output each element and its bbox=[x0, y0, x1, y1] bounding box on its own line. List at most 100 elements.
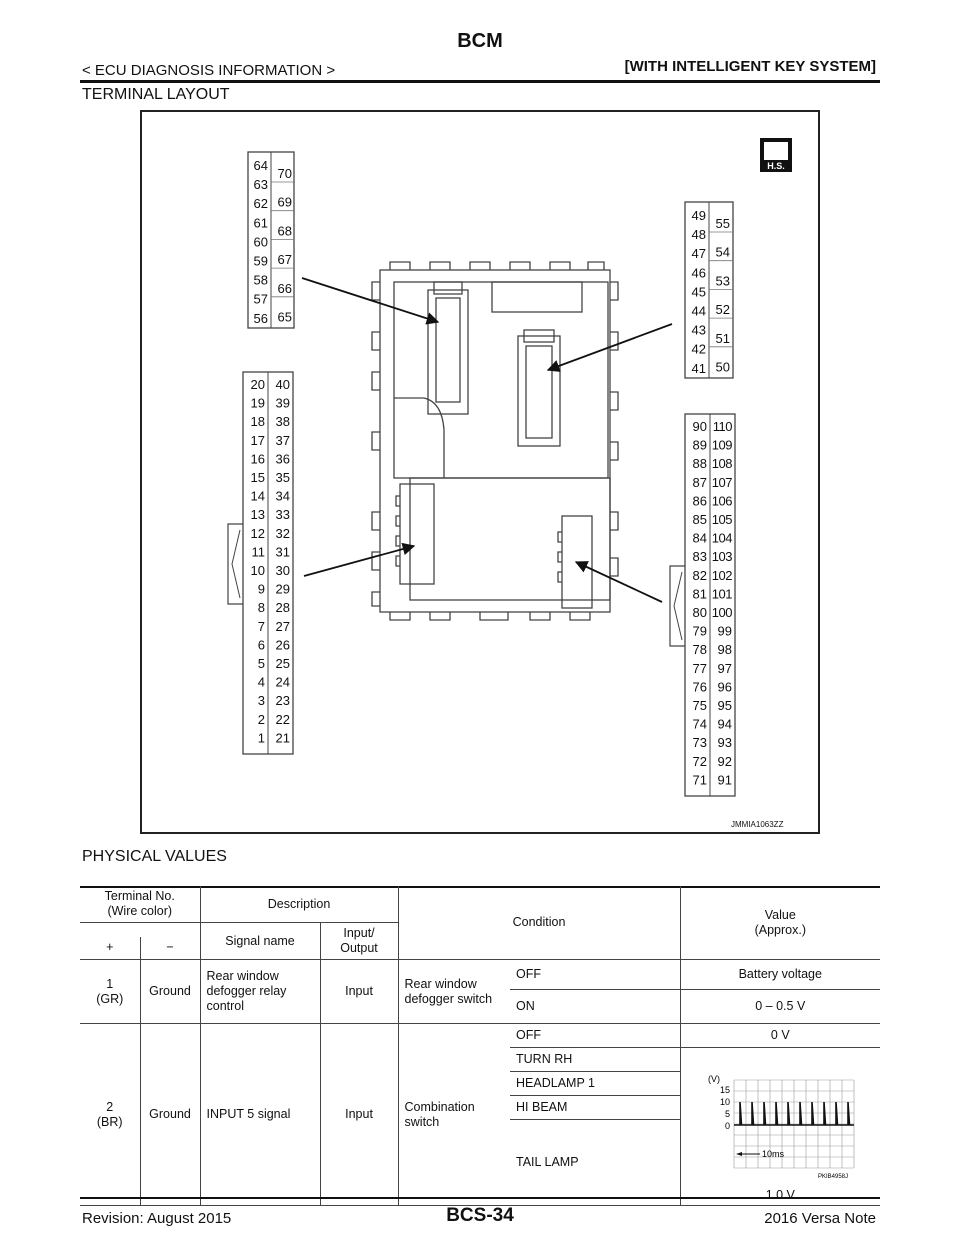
pin-label: 51 bbox=[716, 331, 730, 346]
pin-label: 17 bbox=[251, 433, 265, 448]
pin-label: 67 bbox=[278, 252, 292, 267]
pin-label: 77 bbox=[693, 661, 707, 676]
pin-label: 40 bbox=[276, 377, 290, 392]
pin-label: 107 bbox=[712, 475, 732, 490]
table-row: HI BEAM bbox=[80, 1095, 880, 1120]
pin-label: 46 bbox=[692, 265, 706, 280]
pin-label: 74 bbox=[693, 717, 707, 732]
revision-text: Revision: August 2015 bbox=[82, 1210, 232, 1227]
pin-label: 4 bbox=[258, 675, 265, 690]
pin-label: 9 bbox=[258, 582, 265, 597]
table-row: 2 (BR) Ground INPUT 5 signal Input Combi… bbox=[80, 1023, 881, 1206]
pin-label: 47 bbox=[692, 246, 706, 261]
pin-label: 41 bbox=[692, 361, 706, 376]
hs-badge-text: H.S. bbox=[767, 161, 785, 171]
pin-label: 12 bbox=[251, 526, 265, 541]
svg-text:10: 10 bbox=[720, 1097, 730, 1107]
pin-label: 14 bbox=[251, 489, 265, 504]
minus-header: − bbox=[139, 936, 201, 960]
terminal-layout-heading: TERMINAL LAYOUT bbox=[82, 86, 230, 103]
pin-label: 110 bbox=[713, 419, 732, 434]
pin-label: 20 bbox=[251, 377, 265, 392]
pin-label: 96 bbox=[718, 679, 732, 694]
pin-label: 64 bbox=[254, 158, 268, 173]
pin-label: 106 bbox=[712, 493, 732, 508]
pin-label: 48 bbox=[692, 227, 706, 242]
pin-label: 89 bbox=[693, 438, 707, 453]
pin-label: 1 bbox=[258, 730, 265, 745]
pin-label: 11 bbox=[252, 544, 266, 559]
pin-label: 103 bbox=[712, 549, 732, 564]
signal-name-header: Signal name bbox=[199, 922, 321, 960]
pin-label: 5 bbox=[258, 656, 265, 671]
pin-label: 7 bbox=[258, 619, 265, 634]
pin-label: 100 bbox=[712, 605, 732, 620]
pin-label: 22 bbox=[276, 712, 290, 727]
pin-label: 75 bbox=[693, 698, 707, 713]
connector-c2: 2019181716151413121110987654321403938373… bbox=[227, 371, 294, 755]
pin-label: 60 bbox=[254, 234, 268, 249]
plus-header: + bbox=[80, 936, 141, 960]
pin-label: 59 bbox=[254, 254, 268, 269]
svg-text:10ms: 10ms bbox=[762, 1149, 785, 1159]
page-number: BCS-34 bbox=[446, 1205, 514, 1226]
pin-label: 66 bbox=[278, 281, 292, 296]
pin-label: 50 bbox=[716, 360, 730, 375]
scope-waveform bbox=[734, 1101, 855, 1126]
svg-text:5: 5 bbox=[725, 1109, 730, 1119]
pin-label: 76 bbox=[693, 679, 707, 694]
value-header: Value (Approx.) bbox=[679, 886, 881, 960]
pin-label: 55 bbox=[716, 216, 730, 231]
connector-c4: 9089888786858483828180797877767574737271… bbox=[669, 413, 736, 797]
terminal-no-header: Terminal No. (Wire color) bbox=[80, 886, 201, 923]
svg-text:(V): (V) bbox=[708, 1074, 720, 1084]
pin-label: 49 bbox=[692, 208, 706, 223]
pin-label: 92 bbox=[718, 754, 732, 769]
pin-label: 31 bbox=[276, 544, 290, 559]
pin-label: 101 bbox=[712, 586, 732, 601]
pin-label: 61 bbox=[254, 215, 268, 230]
pin-label: 28 bbox=[276, 600, 290, 615]
pin-label: 68 bbox=[278, 223, 292, 238]
table-row: TAIL LAMP bbox=[80, 1119, 880, 1206]
header-rule bbox=[80, 80, 880, 83]
pin-label: 26 bbox=[276, 637, 290, 652]
hs-badge-icon: H.S. bbox=[760, 138, 792, 172]
condition-header: Condition bbox=[397, 886, 681, 960]
description-header: Description bbox=[199, 886, 399, 923]
pin-label: 95 bbox=[718, 698, 732, 713]
pin-label: 83 bbox=[693, 549, 707, 564]
pin-label: 42 bbox=[692, 342, 706, 357]
figure-code: JMMIA1063ZZ bbox=[731, 820, 784, 829]
pin-label: 104 bbox=[712, 531, 732, 546]
section-breadcrumb: < ECU DIAGNOSIS INFORMATION > bbox=[82, 62, 336, 79]
table-bottom-rule bbox=[80, 1197, 880, 1199]
pin-label: 53 bbox=[716, 273, 730, 288]
pin-label: 94 bbox=[718, 717, 732, 732]
pin-label: 58 bbox=[254, 273, 268, 288]
svg-text:PKIB4958J: PKIB4958J bbox=[818, 1174, 848, 1180]
system-label: [WITH INTELLIGENT KEY SYSTEM] bbox=[624, 58, 876, 75]
pin-label: 10 bbox=[251, 563, 265, 578]
pin-label: 108 bbox=[712, 456, 732, 471]
physical-values-table: Terminal No. (Wire color) Description Co… bbox=[80, 886, 881, 1206]
pin-label: 21 bbox=[276, 730, 290, 745]
pin-label: 63 bbox=[254, 177, 268, 192]
pin-label: 23 bbox=[276, 693, 290, 708]
pin-label: 35 bbox=[276, 470, 290, 485]
pin-label: 34 bbox=[276, 489, 290, 504]
pin-label: 97 bbox=[718, 661, 732, 676]
pin-label: 52 bbox=[716, 302, 730, 317]
pin-label: 8 bbox=[258, 600, 265, 615]
pin-label: 44 bbox=[692, 304, 706, 319]
waveform-cell: (V) 15 10 5 0 10ms PKIB4958J 1.0 V bbox=[679, 1047, 881, 1206]
pin-label: 71 bbox=[693, 772, 707, 787]
pin-label: 84 bbox=[693, 531, 707, 546]
pin-label: 88 bbox=[693, 456, 707, 471]
svg-text:15: 15 bbox=[720, 1085, 730, 1095]
pin-label: 73 bbox=[693, 735, 707, 750]
pin-label: 13 bbox=[251, 507, 265, 522]
